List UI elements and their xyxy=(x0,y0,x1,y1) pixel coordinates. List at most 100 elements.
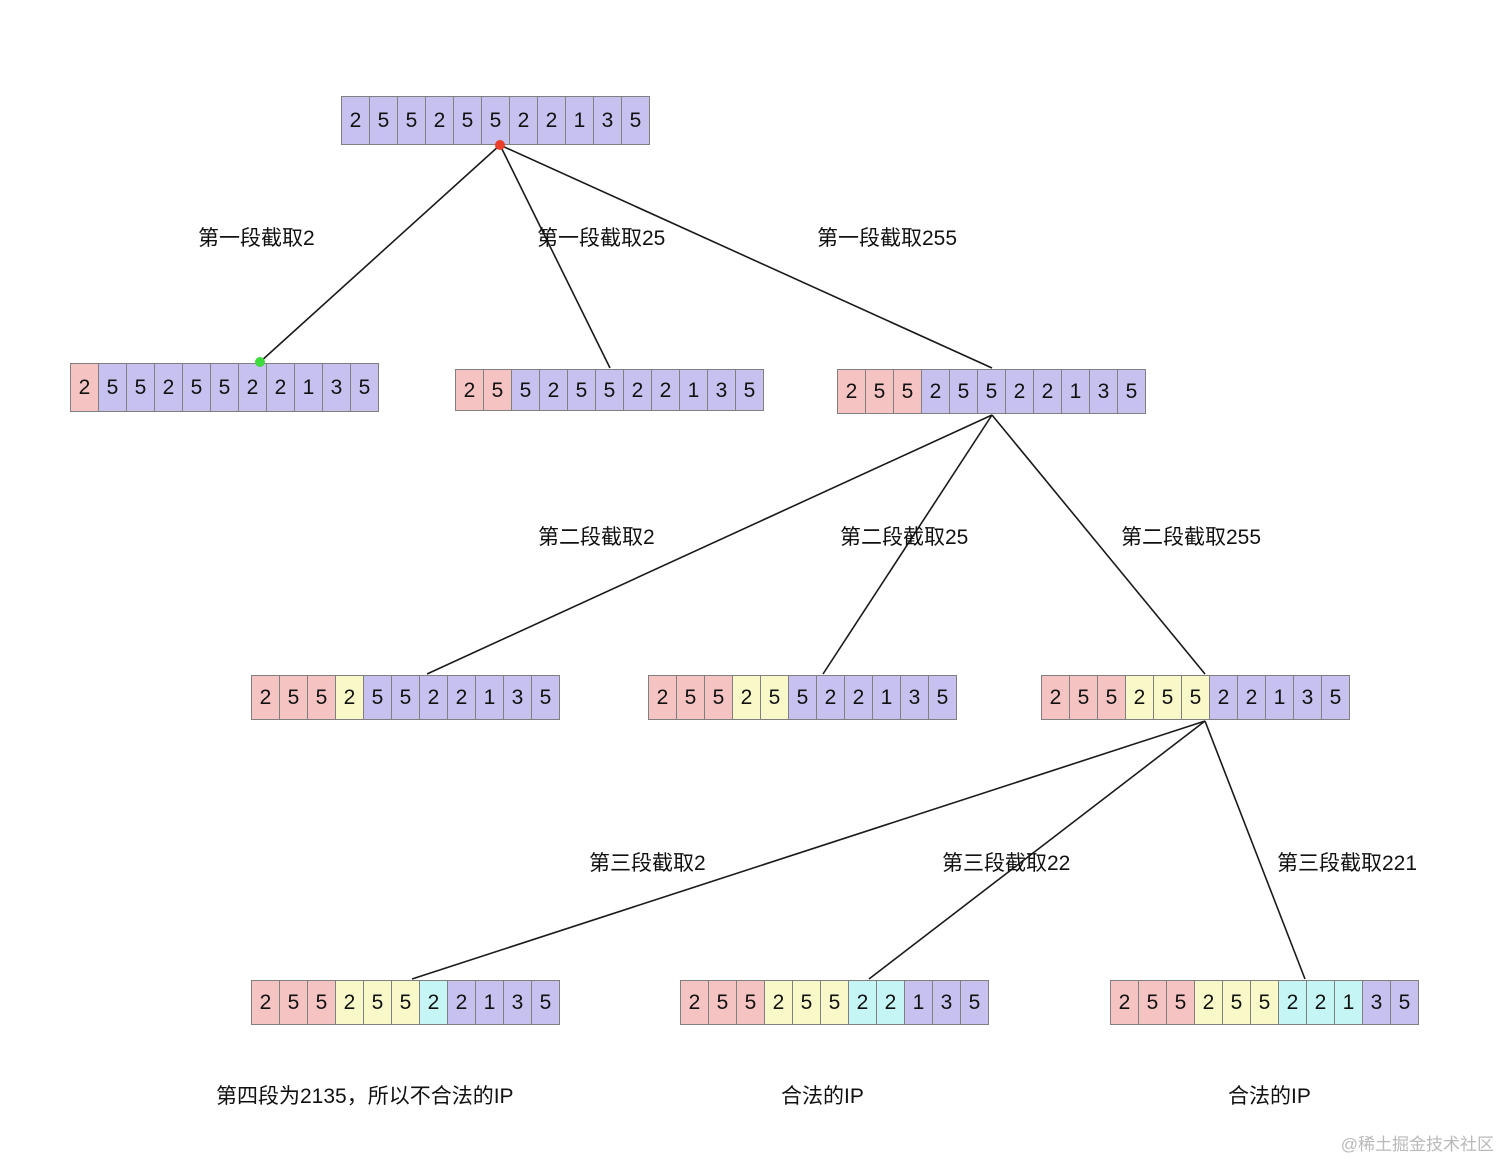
digit-cell: 5 xyxy=(960,980,989,1025)
digit-cell: 5 xyxy=(511,369,540,411)
digit-cell: 2 xyxy=(876,980,905,1025)
edge-label-e6: 第二段截取255 xyxy=(1121,526,1262,549)
digit-cell: 1 xyxy=(475,980,504,1025)
digit-cell: 5 xyxy=(531,675,560,720)
digit-cell: 5 xyxy=(391,980,420,1025)
digit-cell: 1 xyxy=(565,96,594,145)
digit-cell: 5 xyxy=(363,980,392,1025)
watermark: @稀土掘金技术社区 xyxy=(1340,1135,1494,1154)
digit-cell: 5 xyxy=(567,369,596,411)
digit-cell: 2 xyxy=(1194,980,1223,1025)
digit-cell: 2 xyxy=(837,369,866,414)
digit-cell: 3 xyxy=(503,980,532,1025)
digit-cell: 2 xyxy=(848,980,877,1025)
digit-cell: 5 xyxy=(676,675,705,720)
digit-cell: 5 xyxy=(1069,675,1098,720)
caption-c3: 合法的IP xyxy=(1228,1085,1311,1108)
digit-cell: 2 xyxy=(1278,980,1307,1025)
digit-cell: 2 xyxy=(1237,675,1266,720)
digit-cell: 1 xyxy=(475,675,504,720)
digit-cell: 2 xyxy=(1033,369,1062,414)
digit-cell: 5 xyxy=(949,369,978,414)
digit-cell: 2 xyxy=(341,96,370,145)
edge-label-e7: 第三段截取2 xyxy=(589,852,706,875)
digit-cell: 1 xyxy=(1061,369,1090,414)
digit-cell: 5 xyxy=(595,369,624,411)
digit-cell: 5 xyxy=(893,369,922,414)
digit-cell: 5 xyxy=(792,980,821,1025)
digit-cell: 2 xyxy=(844,675,873,720)
digit-cell: 5 xyxy=(279,675,308,720)
digit-cell: 2 xyxy=(651,369,680,411)
digit-cell: 3 xyxy=(1089,369,1118,414)
digit-cell: 5 xyxy=(210,363,239,412)
digit-cell: 2 xyxy=(419,675,448,720)
digit-cell: 2 xyxy=(1209,675,1238,720)
digit-cell: 2 xyxy=(251,675,280,720)
digit-cell: 2 xyxy=(70,363,99,412)
digit-cell: 2 xyxy=(1306,980,1335,1025)
digit-cell: 5 xyxy=(483,369,512,411)
digit-cell: 2 xyxy=(419,980,448,1025)
digit-cell: 2 xyxy=(1041,675,1070,720)
digit-cell: 2 xyxy=(447,980,476,1025)
digit-cell: 5 xyxy=(704,675,733,720)
digit-cell: 1 xyxy=(1334,980,1363,1025)
digit-cell: 2 xyxy=(1005,369,1034,414)
digit-cell: 2 xyxy=(335,675,364,720)
digit-cell: 5 xyxy=(363,675,392,720)
edge-label-e5: 第二段截取25 xyxy=(840,526,969,549)
digit-cell: 5 xyxy=(928,675,957,720)
digit-cell: 1 xyxy=(1265,675,1294,720)
digit-cell: 5 xyxy=(1138,980,1167,1025)
digit-cell: 5 xyxy=(369,96,398,145)
digit-cell: 3 xyxy=(503,675,532,720)
digit-cell: 5 xyxy=(1321,675,1350,720)
edge-label-e9: 第三段截取221 xyxy=(1277,852,1418,875)
digit-cell: 2 xyxy=(539,369,568,411)
digit-cell: 2 xyxy=(680,980,709,1025)
digit-cell: 3 xyxy=(593,96,622,145)
digit-cell: 5 xyxy=(1153,675,1182,720)
digit-cell: 3 xyxy=(900,675,929,720)
digit-cell: 2 xyxy=(455,369,484,411)
digit-cell: 2 xyxy=(266,363,295,412)
digit-cell: 3 xyxy=(1293,675,1322,720)
digit-cell: 2 xyxy=(732,675,761,720)
digit-cell: 2 xyxy=(921,369,950,414)
root-dot xyxy=(495,140,505,150)
digit-cell: 5 xyxy=(531,980,560,1025)
digit-cell: 1 xyxy=(904,980,933,1025)
digit-cell: 5 xyxy=(621,96,650,145)
digit-cell: 5 xyxy=(453,96,482,145)
digit-cell: 2 xyxy=(154,363,183,412)
digit-cell: 5 xyxy=(182,363,211,412)
digit-cell: 5 xyxy=(307,980,336,1025)
digit-cell: 1 xyxy=(872,675,901,720)
digit-cell: 1 xyxy=(679,369,708,411)
digit-cell: 5 xyxy=(350,363,379,412)
digit-cell: 3 xyxy=(322,363,351,412)
edge-line-root-l1n2 xyxy=(499,144,611,369)
caption-c2: 合法的IP xyxy=(781,1085,864,1108)
digit-cell: 2 xyxy=(251,980,280,1025)
digit-cell: 5 xyxy=(820,980,849,1025)
digit-cell: 1 xyxy=(294,363,323,412)
digit-cell: 5 xyxy=(977,369,1006,414)
digit-cell: 5 xyxy=(1181,675,1210,720)
digit-cell: 5 xyxy=(391,675,420,720)
digit-cell: 5 xyxy=(1390,980,1419,1025)
digit-cell: 2 xyxy=(537,96,566,145)
caption-c1: 第四段为2135，所以不合法的IP xyxy=(216,1085,514,1108)
digit-cell: 5 xyxy=(1166,980,1195,1025)
digit-cell: 2 xyxy=(764,980,793,1025)
